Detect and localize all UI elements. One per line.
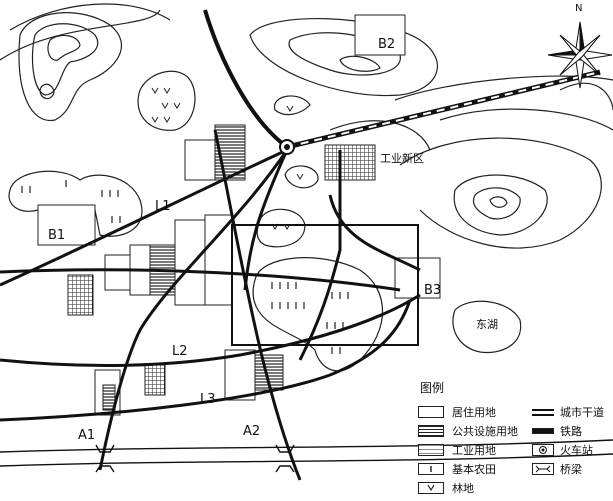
north-arrow-icon xyxy=(547,21,613,89)
forest-symbols xyxy=(151,87,304,230)
label-l3: L3 xyxy=(200,392,216,407)
bridges xyxy=(95,444,295,473)
label-b3: B3 xyxy=(424,283,442,298)
legend-item-public-facility: 公共设施用地 xyxy=(418,424,518,438)
label-east-lake: 东湖 xyxy=(476,318,498,331)
label-l1: L1 xyxy=(155,199,171,214)
railway-icon xyxy=(532,428,554,434)
legend-item-industrial: 工业用地 xyxy=(418,443,496,457)
label-b2: B2 xyxy=(378,37,396,52)
legend-item-bridge: 桥梁 xyxy=(532,462,582,476)
label-a2: A2 xyxy=(243,424,261,439)
label-b1: B1 xyxy=(48,228,66,243)
label-industrial-new-zone: 工业新区 xyxy=(380,152,424,165)
bridge-icon xyxy=(532,463,554,475)
label-l2: L2 xyxy=(172,344,188,359)
public-facility-icon xyxy=(418,425,444,437)
legend-item-train-station: 火车站 xyxy=(532,443,593,457)
legend-title: 图例 xyxy=(420,381,445,395)
river xyxy=(0,439,613,467)
legend-item-forest: 林地 xyxy=(418,481,474,495)
land-parcels xyxy=(37,14,441,416)
legend-item-farmland: 基本农田 xyxy=(418,462,496,476)
legend-item-railway: 铁路 xyxy=(532,424,582,438)
north-label: N xyxy=(575,3,583,14)
site-b1 xyxy=(37,204,96,246)
contour-lines xyxy=(0,3,613,249)
farmland-symbols xyxy=(21,180,349,354)
main-roads xyxy=(0,129,421,481)
forest-areas xyxy=(8,70,522,372)
train-station-icon xyxy=(279,139,295,155)
industrial-icon xyxy=(418,444,444,456)
farmland-icon xyxy=(418,463,444,475)
site-b2 xyxy=(354,14,406,56)
train-station-legend-icon xyxy=(532,444,554,456)
railway xyxy=(203,9,601,150)
forest-icon xyxy=(418,482,444,494)
legend-item-main-road: 城市干道 xyxy=(532,405,604,419)
label-a1: A1 xyxy=(78,428,96,443)
legend-item-residential: 居住用地 xyxy=(418,405,496,419)
planning-area-box xyxy=(231,224,419,346)
residential-icon xyxy=(418,406,444,418)
main-road-icon xyxy=(532,408,554,416)
